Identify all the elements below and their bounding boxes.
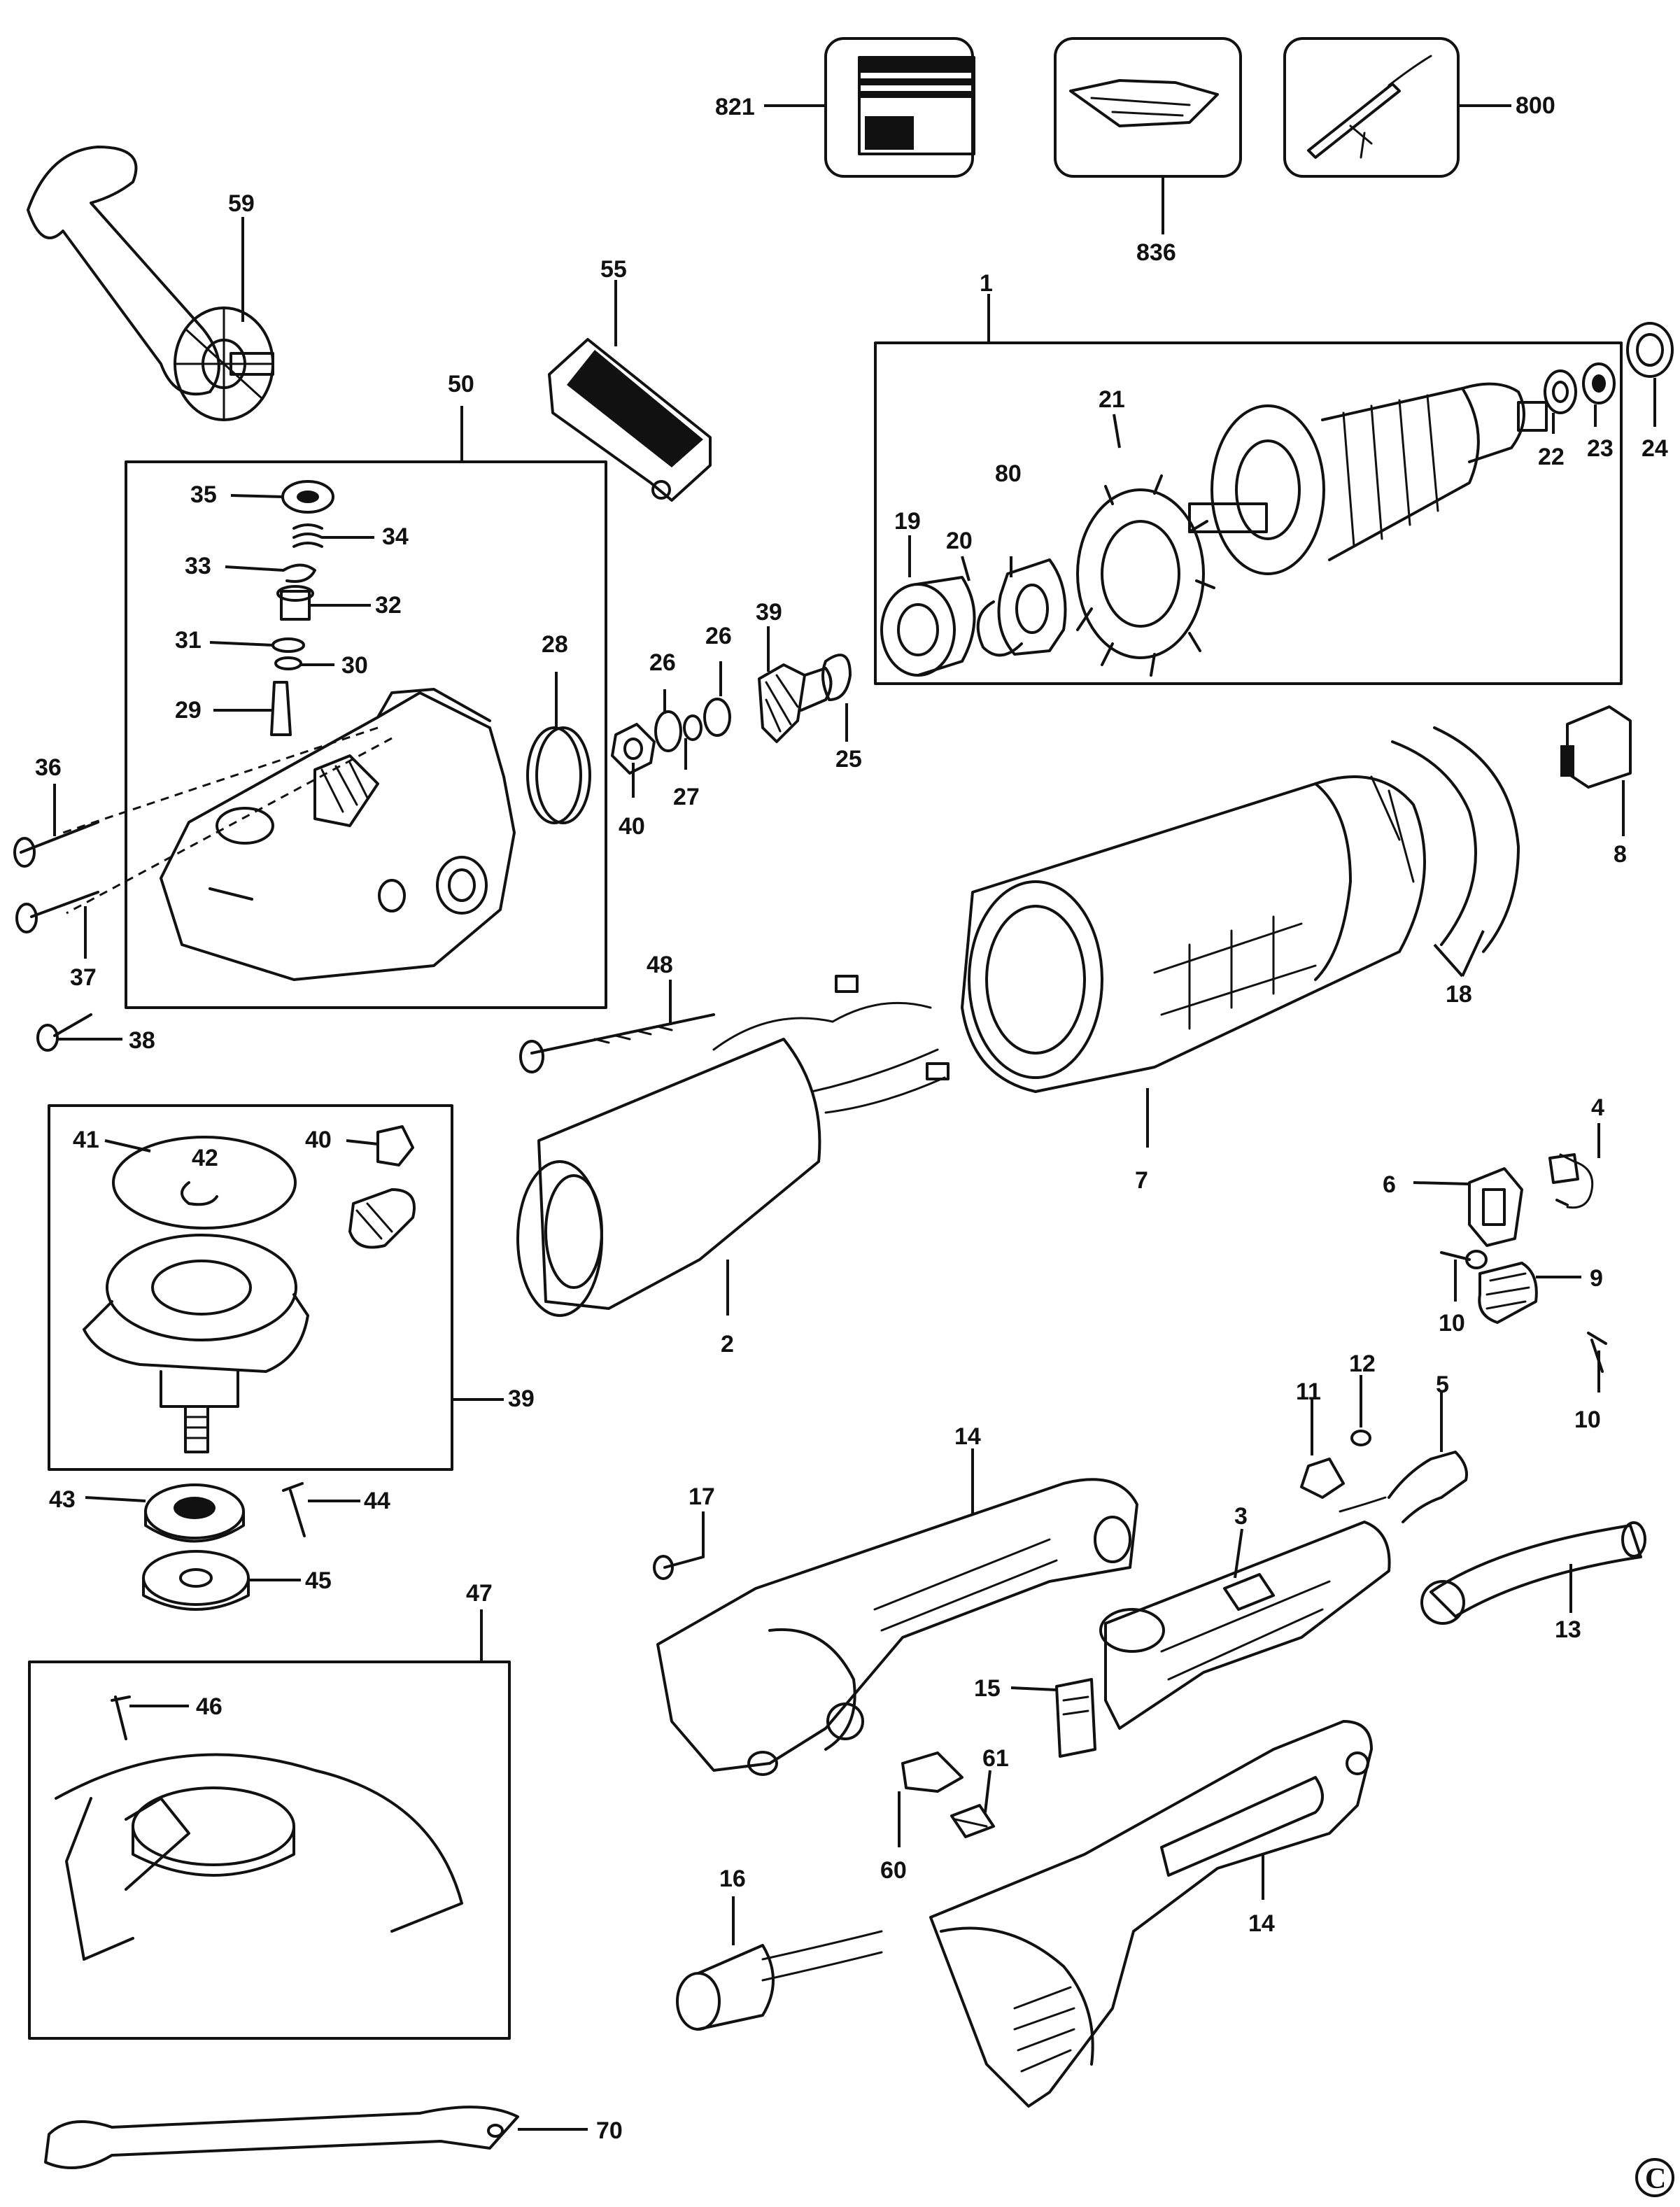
boot-13 xyxy=(1420,1521,1646,1625)
gear-assembly-39 xyxy=(48,1104,504,1471)
callout-8: 8 xyxy=(1614,841,1627,868)
callout-59: 59 xyxy=(228,190,255,217)
flanges-43-44-45 xyxy=(85,1482,360,1611)
callout-70: 70 xyxy=(596,2117,623,2144)
armature-assembly-1 xyxy=(874,294,1623,685)
callout-55: 55 xyxy=(600,256,627,283)
accessory-800-tool xyxy=(1283,37,1511,178)
callout-32: 32 xyxy=(375,592,402,619)
spanner-70 xyxy=(44,2106,588,2169)
callout-10b: 10 xyxy=(1574,1406,1601,1433)
callout-25: 25 xyxy=(835,746,862,773)
callout-39b: 39 xyxy=(508,1385,535,1412)
callout-50: 50 xyxy=(448,371,474,397)
callout-17: 17 xyxy=(689,1483,715,1510)
callout-4: 4 xyxy=(1591,1094,1604,1121)
callout-40b: 40 xyxy=(305,1127,332,1153)
callout-29: 29 xyxy=(175,697,202,724)
callout-labels: 821 836 800 59 55 1 21 80 19 20 22 23 24… xyxy=(35,92,1668,2144)
callout-26a: 26 xyxy=(649,649,676,676)
callout-14a: 14 xyxy=(954,1423,981,1450)
callout-26b: 26 xyxy=(705,623,732,649)
callout-9: 9 xyxy=(1590,1265,1603,1292)
switch-3 xyxy=(1099,1521,1391,1730)
dewalt-badge-55 xyxy=(548,280,712,502)
callout-38: 38 xyxy=(129,1027,155,1054)
callout-10a: 10 xyxy=(1439,1310,1465,1337)
callout-35: 35 xyxy=(190,481,217,508)
switch-parts-5-11-12 xyxy=(1300,1375,1468,1523)
callout-48: 48 xyxy=(647,952,673,978)
callout-39a: 39 xyxy=(756,599,782,626)
callout-836: 836 xyxy=(1136,239,1176,266)
callout-23: 23 xyxy=(1587,435,1614,462)
callout-33: 33 xyxy=(185,553,211,579)
callout-27: 27 xyxy=(673,784,700,810)
side-handle-59 xyxy=(27,146,274,421)
callout-19: 19 xyxy=(894,508,921,535)
callout-821: 821 xyxy=(715,94,755,120)
callout-34: 34 xyxy=(382,523,409,550)
callout-22: 22 xyxy=(1538,444,1565,470)
callout-42: 42 xyxy=(192,1145,218,1171)
brush-holder-8 xyxy=(1560,705,1632,836)
callout-11: 11 xyxy=(1296,1379,1321,1405)
accessory-836-tray xyxy=(1054,37,1242,234)
field-baffles-18 xyxy=(1391,726,1520,978)
callout-16: 16 xyxy=(719,1866,746,1892)
callout-21: 21 xyxy=(1099,386,1125,413)
callout-1: 1 xyxy=(980,270,993,297)
callout-2: 2 xyxy=(721,1331,734,1358)
guard-assembly-47 xyxy=(28,1609,511,2040)
callout-3: 3 xyxy=(1234,1503,1248,1530)
copyright-letter: C xyxy=(1645,2163,1666,2195)
callout-14b: 14 xyxy=(1248,1910,1275,1937)
callout-45: 45 xyxy=(305,1567,332,1594)
callout-15: 15 xyxy=(974,1675,1001,1702)
callout-41: 41 xyxy=(73,1127,99,1153)
callout-24: 24 xyxy=(1642,435,1668,462)
callout-46: 46 xyxy=(196,1693,223,1720)
callout-36: 36 xyxy=(35,754,62,781)
copyright-mark: C xyxy=(1635,2158,1674,2197)
callout-60: 60 xyxy=(880,1857,907,1884)
callout-20: 20 xyxy=(946,528,973,554)
accessory-821-manual xyxy=(764,37,975,178)
bearing-24 xyxy=(1626,322,1674,427)
screws-36-37-38 xyxy=(13,784,122,1052)
callout-40a: 40 xyxy=(619,813,645,840)
field-bolts-48 xyxy=(519,980,715,1073)
callout-47: 47 xyxy=(466,1580,493,1607)
callout-37: 37 xyxy=(70,964,97,991)
callout-6: 6 xyxy=(1383,1171,1396,1198)
callout-44: 44 xyxy=(364,1488,390,1514)
motor-housing-7 xyxy=(961,775,1426,1148)
brush-parts-4-6-9-10 xyxy=(1413,1123,1607,1392)
callout-61: 61 xyxy=(982,1745,1009,1772)
field-coil-2 xyxy=(516,975,950,1317)
callout-43: 43 xyxy=(49,1486,76,1513)
callout-80: 80 xyxy=(995,460,1022,487)
callout-12: 12 xyxy=(1349,1351,1376,1377)
motor-housing-half-14-lower xyxy=(929,1720,1373,2108)
motor-housing-half-14-upper xyxy=(653,1448,1138,1776)
parts-15-60-61-16 xyxy=(676,1678,1096,2031)
callout-5: 5 xyxy=(1436,1372,1449,1398)
pinion-parts xyxy=(611,626,852,798)
callout-28: 28 xyxy=(542,631,568,658)
callout-800: 800 xyxy=(1516,92,1555,119)
callout-31: 31 xyxy=(175,627,202,654)
callout-13: 13 xyxy=(1555,1616,1581,1643)
callout-7: 7 xyxy=(1135,1167,1148,1194)
callout-18: 18 xyxy=(1446,981,1472,1008)
ring-28 xyxy=(526,672,591,824)
gear-case-assembly-50 xyxy=(62,406,607,1009)
callout-30: 30 xyxy=(341,652,368,679)
